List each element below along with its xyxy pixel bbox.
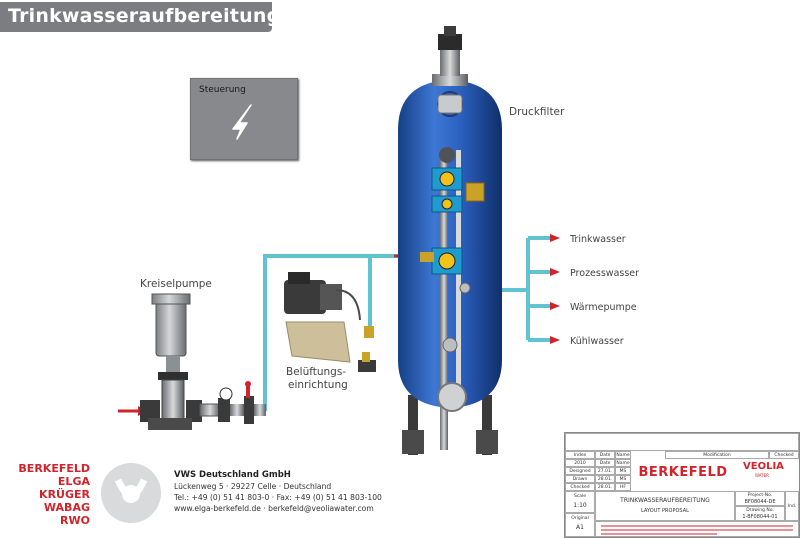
company-phone: Tel.: +49 (0) 51 41 803-0 · Fax: +49 (0)… [174, 493, 382, 502]
tb-row-1-c1: 2010 [565, 459, 595, 467]
centrifugal-pump [140, 293, 266, 430]
label-druckfilter: Druckfilter [509, 106, 565, 118]
arrow-waermepumpe [550, 302, 560, 310]
tb-checked: Checked [769, 451, 799, 459]
tb-original-label: Original [571, 516, 589, 521]
tb-row-0-c1: Index [565, 451, 595, 459]
brand-krueger-wabag: KRÜGER WABAG [39, 488, 90, 514]
tb-legal-note [595, 521, 799, 537]
pressure-filter [398, 26, 502, 455]
tb-row-4-c1: Checked [565, 483, 595, 491]
tb-drawno: 1-BF08044-01 [742, 514, 778, 520]
arrow-prozesswasser [550, 268, 560, 276]
tb-row-4-c3: HF [615, 483, 631, 491]
tb-modification: Modification [665, 451, 769, 459]
tb-project-cell: TRINKWASSERAUFBEREITUNG LAYOUT PROPOSAL [595, 491, 735, 521]
output-arrows [550, 234, 560, 344]
output-waermepumpe: Wärmepumpe [570, 302, 637, 313]
control-box: Steuerung [190, 78, 298, 160]
tb-scale-cell: Scale 1:10 [565, 491, 595, 513]
tb-veolia-sub: WATER [755, 473, 769, 478]
tb-berkefeld-logo: BERKEFELD [638, 465, 728, 480]
veolia-logo-icon [101, 463, 161, 523]
tb-row-0-c3: Name [615, 451, 631, 459]
label-belueftung-1: Belüftungs- [286, 366, 347, 378]
label-belueftung-2: einrichtung [288, 379, 348, 391]
label-kreiselpumpe: Kreiselpumpe [140, 278, 212, 290]
tb-projno-label: Project-No. [747, 493, 773, 498]
brand-elga: ELGA [57, 475, 90, 488]
tb-projno-cell: Project-No. BF08044-DE [735, 491, 785, 506]
lightning-icon [232, 104, 252, 140]
tb-drawno-label: Drawing No. [746, 508, 774, 513]
tb-row-3-c1: Drawn [565, 475, 595, 483]
output-trinkwasser: Trinkwasser [570, 234, 626, 245]
tb-row-3-c3: MS [615, 475, 631, 483]
control-label: Steuerung [199, 85, 246, 95]
page-title: Trinkwasseraufbereitung [8, 5, 281, 27]
aeration-device [284, 272, 376, 372]
brand-berkefeld: BERKEFELD [18, 462, 90, 475]
tb-scale-label: Scale [573, 494, 587, 499]
title-block: Modification Checked Index Date Name 201… [564, 432, 800, 538]
tb-original-cell: Original A1 [565, 513, 595, 537]
tb-ind: Ind. [785, 491, 799, 521]
tb-row-2-c3: MS [615, 467, 631, 475]
company-address: Lückenweg 5 · 29227 Celle · Deutschland [174, 482, 332, 491]
tb-project-sub: LAYOUT PROPOSAL [641, 508, 689, 514]
tb-row-3-c2: 28.01. [595, 475, 615, 483]
tb-original: A1 [576, 524, 584, 531]
company-web: www.elga-berkefeld.de · berkefeld@veolia… [174, 504, 374, 513]
tb-projno: BF08044-DE [744, 499, 776, 505]
brand-list: BERKEFELD ELGA KRÜGER WABAG RWO [2, 462, 90, 527]
arrow-trinkwasser [550, 234, 560, 242]
distribution-branches [528, 236, 552, 342]
title-bar: Trinkwasseraufbereitung [0, 2, 280, 32]
revision-grid [565, 433, 799, 451]
output-prozesswasser: Prozesswasser [570, 268, 640, 279]
company-name: VWS Deutschland GmbH [174, 470, 291, 480]
tb-row-2-c1: Designed [565, 467, 595, 475]
legal-text-lines [601, 525, 793, 535]
tb-drawno-cell: Drawing No. 1-BF08044-01 [735, 506, 785, 521]
company-info: VWS Deutschland GmbH Lückenweg 5 · 29227… [174, 470, 382, 514]
tb-veolia-logo: VEOLIA [743, 461, 784, 472]
inlet-pipe [263, 254, 410, 411]
tb-project-title: TRINKWASSERAUFBEREITUNG [620, 497, 710, 504]
arrow-kuehlwasser [550, 336, 560, 344]
tb-row-4-c2: 28.01. [595, 483, 615, 491]
tb-row-1-c3: Name [615, 459, 631, 467]
tb-row-2-c2: 27.01. [595, 467, 615, 475]
brand-rwo: RWO [60, 514, 90, 527]
tb-row-0-c2: Date [595, 451, 615, 459]
tb-scale: 1:10 [573, 502, 587, 509]
tb-row-1-c2: Date [595, 459, 615, 467]
output-kuehlwasser: Kühlwasser [570, 336, 624, 347]
